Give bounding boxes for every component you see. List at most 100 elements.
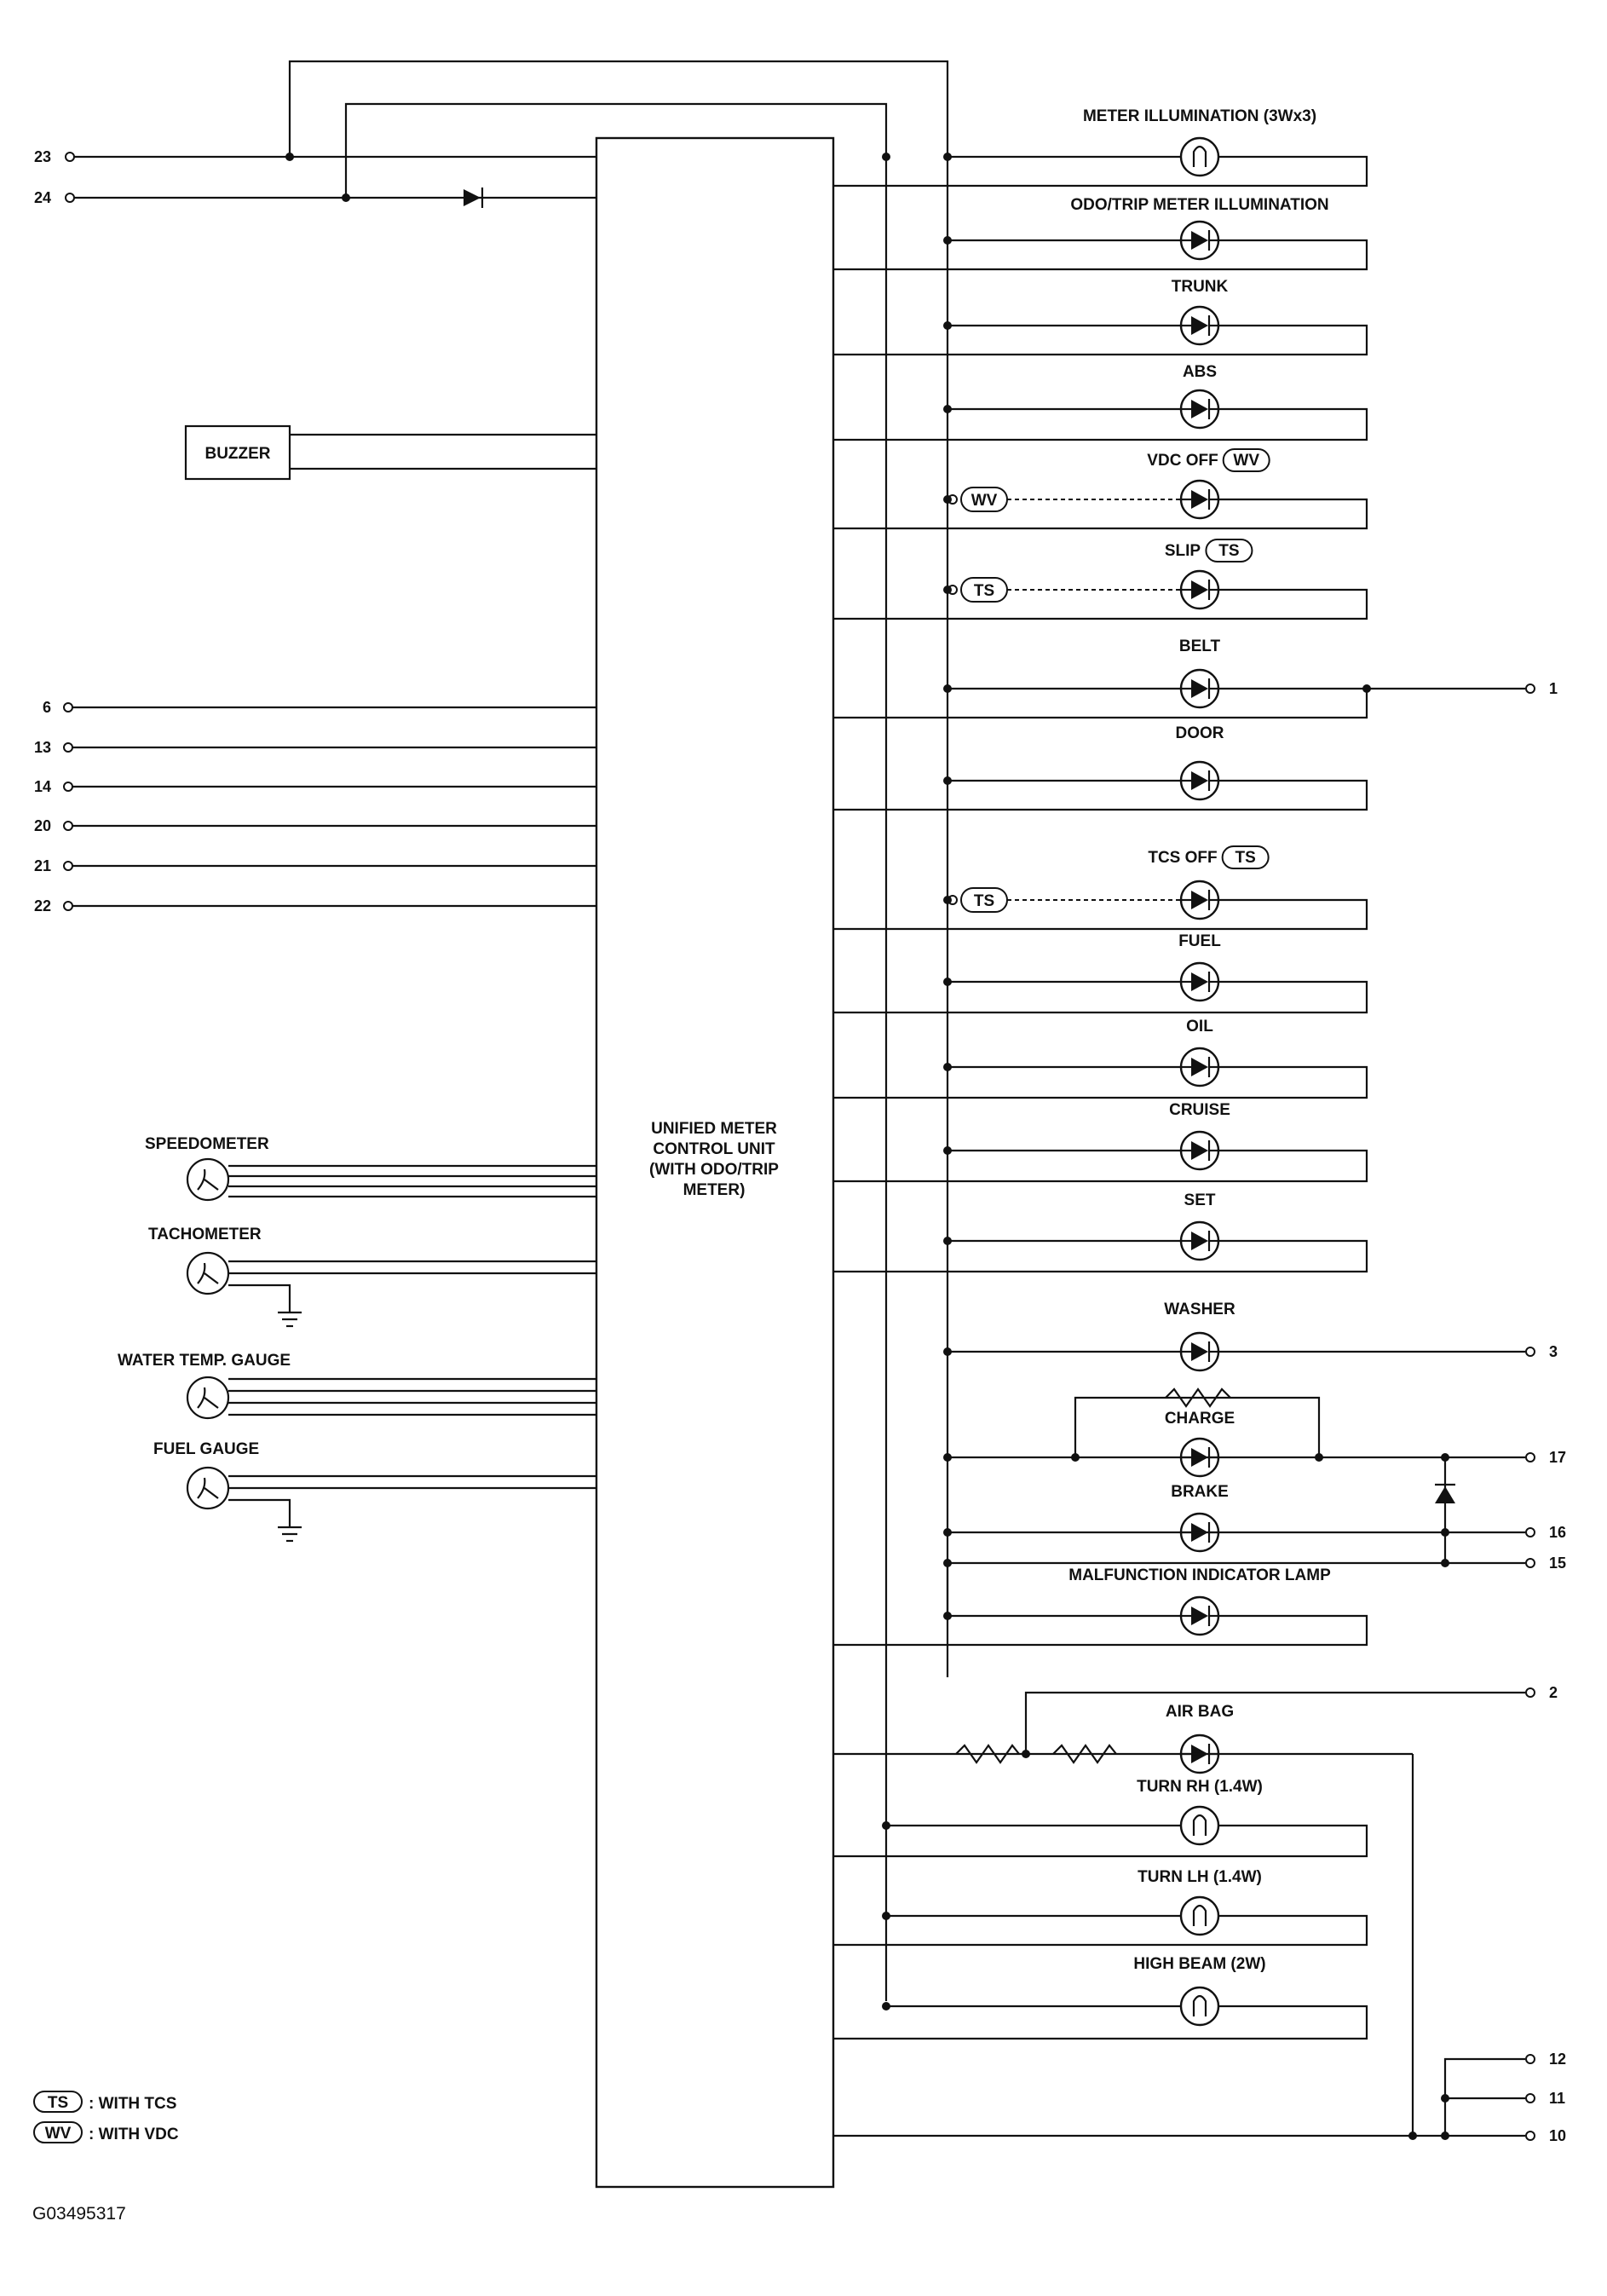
indicator-label: ODO/TRIP METER ILLUMINATION xyxy=(1070,196,1328,214)
indicator-label: SLIP xyxy=(1165,542,1201,560)
water-temp-gauge-icon xyxy=(186,1376,230,1420)
ground-icon xyxy=(278,1526,302,1543)
resistor-icon xyxy=(955,1744,1020,1764)
indicator-label: HIGH BEAM (2W) xyxy=(1133,1955,1265,1973)
indicator-brake: BRAKE xyxy=(1171,1483,1229,1553)
bulb-icon xyxy=(1179,1986,1220,2027)
indicator-label: BRAKE xyxy=(1171,1483,1229,1501)
right-pins: 1 3 17 16 15 2 12 11 10 xyxy=(1525,680,1566,2144)
pin-11: 11 xyxy=(1549,2090,1565,2107)
indicator-label: TRUNK xyxy=(1172,278,1229,296)
diode-icon xyxy=(464,187,484,208)
bulb-icon xyxy=(1179,136,1220,177)
charge-brake-wiring xyxy=(943,1387,1525,1567)
indicator-label: SET xyxy=(1184,1191,1216,1209)
bulb-icon xyxy=(1179,1805,1220,1846)
indicator-label: OIL xyxy=(1186,1018,1213,1036)
indicator-odo-trip-meter-illumination: ODO/TRIP METER ILLUMINATION xyxy=(833,196,1368,271)
pin-22: 22 xyxy=(34,897,51,914)
indicator-label: BELT xyxy=(1179,637,1221,655)
option-tag-label: WV xyxy=(971,492,998,510)
svg-text:METER): METER) xyxy=(683,1181,746,1199)
speedometer-icon xyxy=(186,1157,230,1202)
indicator-label: FUEL xyxy=(1178,932,1221,950)
legend-tag-ts: TS xyxy=(48,2094,68,2112)
indicator-label: MALFUNCTION INDICATOR LAMP xyxy=(1068,1566,1331,1584)
gauge-label-water-temp: WATER TEMP. GAUGE xyxy=(118,1352,291,1370)
resistor-icon xyxy=(1165,1387,1231,1408)
option-tag-label: TS xyxy=(974,892,994,910)
unified-meter-control-unit: UNIFIED METER CONTROL UNIT (WITH ODO/TRI… xyxy=(595,136,835,2189)
option-tag-label: TS xyxy=(1235,849,1256,867)
resistor-icon xyxy=(1052,1744,1117,1764)
indicator-high-beam-2w: HIGH BEAM (2W) xyxy=(833,1955,1368,2040)
pin-2: 2 xyxy=(1549,1684,1558,1701)
airbag-wiring xyxy=(833,1691,1525,2136)
indicator-washer: WASHER xyxy=(943,1301,1525,1372)
legend: TS : WITH TCS WV : WITH VDC xyxy=(33,2091,179,2143)
indicator-label: WASHER xyxy=(1164,1301,1235,1318)
bulb-icon xyxy=(1179,1895,1220,1936)
indicator-label: ABS xyxy=(1183,363,1217,381)
indicator-air-bag: AIR BAG xyxy=(1166,1703,1234,1774)
bottom-right-pins xyxy=(833,2057,1525,2140)
pin-15: 15 xyxy=(1549,1555,1566,1572)
option-tag-ts xyxy=(1205,539,1253,562)
indicator-label: METER ILLUMINATION (3Wx3) xyxy=(1083,107,1316,125)
pin-17: 17 xyxy=(1549,1449,1566,1466)
indicator-label: AIR BAG xyxy=(1166,1703,1234,1721)
option-tag-ts xyxy=(1221,845,1270,869)
svg-text:CONTROL UNIT: CONTROL UNIT xyxy=(653,1140,775,1158)
indicator-turn-lh-1-4w: TURN LH (1.4W) xyxy=(833,1868,1368,1947)
svg-text:(WITH ODO/TRIP: (WITH ODO/TRIP xyxy=(649,1161,779,1179)
fuel-gauge-icon xyxy=(186,1466,230,1510)
gauge-label-fuel: FUEL GAUGE xyxy=(153,1440,259,1458)
gauges: SPEEDOMETER TACHOMETER WATER TEMP. GAUGE… xyxy=(118,1135,596,1543)
option-tag-label: TS xyxy=(974,582,994,600)
diode-icon xyxy=(1435,1483,1455,1503)
ground-icon xyxy=(278,1311,302,1328)
pin-23-terminal xyxy=(65,152,75,162)
legend-text-ts: : WITH TCS xyxy=(89,2095,176,2113)
indicator-label: DOOR xyxy=(1176,724,1224,742)
option-tag-wv xyxy=(1222,448,1270,472)
indicator-malfunction-indicator-lamp: MALFUNCTION INDICATOR LAMP xyxy=(833,1566,1368,1647)
indicator-belt: BELT xyxy=(833,637,1525,719)
svg-text:UNIFIED METER: UNIFIED METER xyxy=(651,1120,777,1138)
indicator-label: TURN RH (1.4W) xyxy=(1137,1778,1263,1796)
left-pins-top: 23 24 xyxy=(34,148,75,206)
indicator-trunk: TRUNK xyxy=(833,278,1368,356)
legend-text-wv: : WITH VDC xyxy=(89,2126,179,2143)
indicator-label: CHARGE xyxy=(1165,1410,1235,1428)
indicator-label: VDC OFF xyxy=(1147,452,1218,470)
buzzer: BUZZER xyxy=(184,424,596,481)
pin-3: 3 xyxy=(1549,1343,1558,1360)
pin-21: 21 xyxy=(34,857,51,874)
pin-24: 24 xyxy=(34,189,51,206)
option-tag-label: WV xyxy=(1233,452,1259,470)
indicator-slip: TS SLIP TS xyxy=(833,539,1368,620)
indicator-charge: CHARGE xyxy=(1165,1410,1235,1478)
pin-16: 16 xyxy=(1549,1524,1566,1541)
pin-14: 14 xyxy=(34,778,51,795)
indicator-label: CRUISE xyxy=(1169,1101,1230,1119)
left-pins-middle: 6 13 14 20 21 22 xyxy=(34,699,596,914)
indicator-cruise: CRUISE xyxy=(833,1101,1368,1183)
indicator-label: TURN LH (1.4W) xyxy=(1138,1868,1262,1886)
indicator-vdc-off: WV VDC OFF WV xyxy=(833,448,1368,530)
diagram-id: G03495317 xyxy=(32,2204,126,2224)
legend-tag-wv: WV xyxy=(45,2125,72,2143)
gauge-label-tachometer: TACHOMETER xyxy=(148,1226,262,1243)
indicator-oil: OIL xyxy=(833,1018,1368,1099)
gauge-label-speedometer: SPEEDOMETER xyxy=(145,1135,269,1153)
pin-13: 13 xyxy=(34,739,51,756)
indicator-meter-illumination-3wx3: METER ILLUMINATION (3Wx3) xyxy=(833,107,1368,187)
indicator-rows: METER ILLUMINATION (3Wx3) ODO/TRIP METER … xyxy=(833,107,1525,2040)
buzzer-label: BUZZER xyxy=(204,445,270,463)
pin-24-terminal xyxy=(65,193,75,203)
tachometer-icon xyxy=(186,1251,230,1295)
pin-12: 12 xyxy=(1549,2051,1566,2068)
option-tag-label: TS xyxy=(1218,542,1239,560)
